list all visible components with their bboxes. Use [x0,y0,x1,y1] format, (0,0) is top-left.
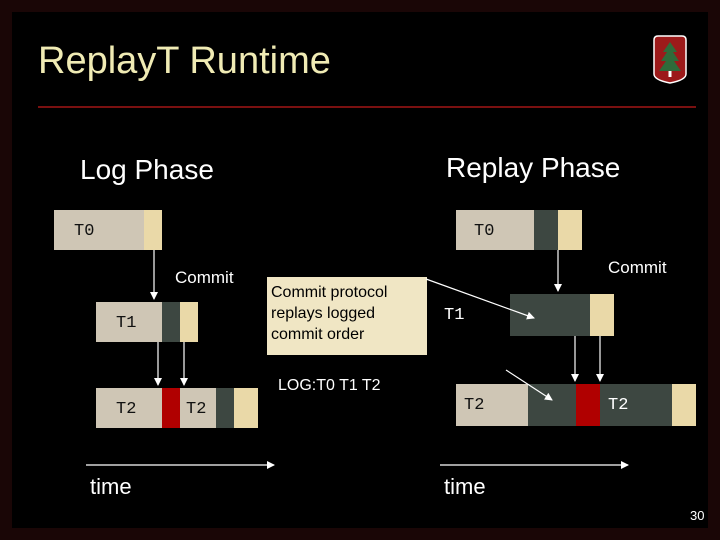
log-t2-blocked-segment [162,388,180,428]
log-t0-label: T0 [74,222,95,241]
replay-t2-resume-label: T2 [608,396,629,415]
replay-t1-commit-segment [590,294,614,336]
replay-t1-label: T1 [444,306,465,325]
log-t1-wait-segment [162,302,180,342]
log-t2-commit-segment [234,388,258,428]
log-t0-commit-segment [144,210,162,250]
log-t0-run-segment [54,210,144,250]
slide-canvas: ReplayT Runtime Log Phase Replay Phase T… [12,12,708,528]
log-t2-wait-segment [216,388,234,428]
replay-t2-wait-segment [528,384,576,426]
replay-t0-label: T0 [474,222,495,241]
slide-title: ReplayT Runtime [38,40,331,82]
note-line-1: Commit protocol [271,284,388,301]
replay-t0-wait-segment [534,210,558,250]
arrows-layer [86,250,629,469]
note-line-3: commit order [271,326,365,343]
log-t2-run-segment [96,388,162,428]
log-phase-heading: Log Phase [80,154,214,185]
replay-t2-commit-segment [672,384,696,426]
note-line-2: replays logged [271,305,376,322]
page-number: 30 [690,508,705,523]
log-commit-label: Commit [175,268,234,287]
log-t1-label: T1 [116,314,137,333]
replay-t2-resume-segment [600,384,648,426]
log-t1-commit-segment [180,302,198,342]
replay-t2-label: T2 [464,396,485,415]
title-underline [38,106,696,108]
log-t2-label: T2 [116,400,137,419]
replay-t2-blocked-segment [576,384,600,426]
replay-t0-run-segment [456,210,534,250]
log-order-text: LOG:T0 T1 T2 [278,377,381,394]
commit-protocol-note: Commit protocol replays logged commit or… [267,277,427,355]
replay-t0-commit-segment [558,210,582,250]
stanford-tree-logo-icon [653,35,687,84]
log-t1-run-segment [96,302,162,342]
replay-time-label: time [444,474,486,499]
replay-commit-label: Commit [608,258,667,277]
replay-t1-wait-segment [510,294,590,336]
replay-t2-wait2-segment [648,384,672,426]
replay-phase-heading: Replay Phase [446,152,621,183]
log-t2-resume-segment [180,388,216,428]
log-t2-resume-label: T2 [186,400,207,419]
log-time-label: time [90,474,132,499]
